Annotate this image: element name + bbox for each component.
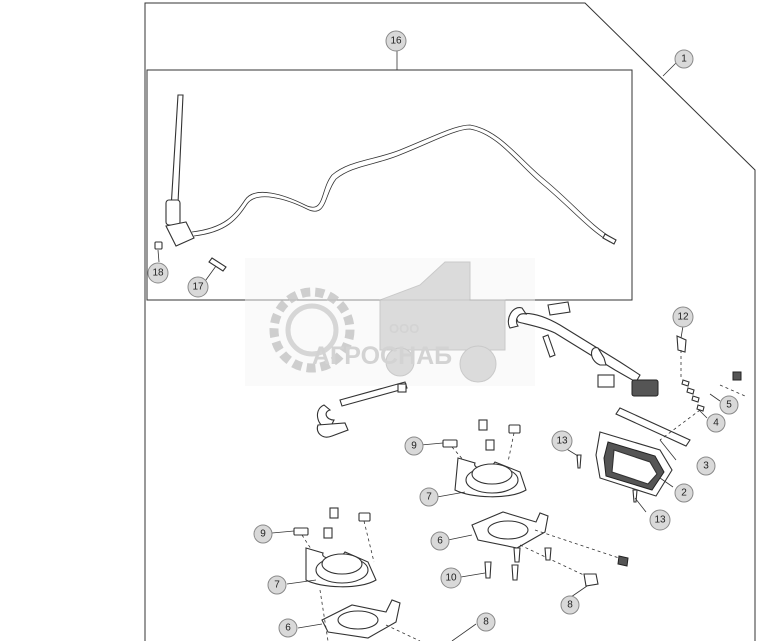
svg-text:16: 16 [390,36,402,47]
antenna-cable [191,124,613,239]
speaker-assembly-lower [271,507,477,641]
antenna-mount-block [165,221,195,247]
connector-12 [676,335,687,353]
callout-18: 18 [147,262,169,284]
svg-text:10: 10 [445,573,457,584]
assembly-frame [144,2,756,641]
callout-6-lower: 6 [278,618,298,638]
combine-harvester-icon [379,261,506,383]
gear-icon [269,287,355,373]
svg-text:1: 1 [681,54,687,65]
callout-5: 5 [719,395,739,415]
callout-13-upper: 13 [551,430,573,452]
display-bracket [615,407,691,447]
watermark-company-name: АГРОСНАБ [312,342,452,370]
svg-text:17: 17 [192,282,204,293]
watermark: ООО АГРОСНАБ [245,258,535,386]
svg-text:4: 4 [713,418,719,429]
callout-8-upper: 8 [560,595,580,615]
callout-10: 10 [440,567,462,589]
wiring-harness [507,301,659,397]
callout-1: 1 [674,49,694,69]
screw-13-upper [576,454,582,469]
callout-2: 2 [674,483,694,503]
callout-4: 4 [706,413,726,433]
svg-text:13: 13 [556,436,568,447]
svg-text:8: 8 [483,617,489,628]
callout-16: 16 [385,30,407,52]
svg-text:2: 2 [681,488,687,499]
antenna-base [165,199,181,226]
svg-text:6: 6 [285,623,291,634]
harness-plug [597,374,615,388]
display-unit [564,325,746,513]
callout-3: 3 [696,456,716,476]
harness-connector [631,379,659,397]
callout-8-lower: 8 [476,612,496,632]
callout-12: 12 [672,306,694,328]
svg-text:9: 9 [411,441,417,452]
svg-text:3: 3 [703,461,709,472]
callout-7-upper: 7 [419,487,439,507]
callout-13-lower: 13 [649,509,671,531]
svg-text:5: 5 [726,400,732,411]
callout-6-upper: 6 [430,531,450,551]
cab-bracket-left [316,381,408,438]
callout-7-lower: 7 [267,575,287,595]
watermark-prefix: ООО [389,321,419,336]
antenna-assembly [154,50,617,285]
callout-9-lower: 9 [253,524,273,544]
cable-connector [602,233,617,245]
svg-text:7: 7 [426,492,432,503]
callout-9-upper: 9 [404,436,424,456]
svg-text:8: 8 [567,600,573,611]
speaker-assembly-upper [420,419,629,598]
svg-text:6: 6 [437,536,443,547]
svg-text:18: 18 [152,268,164,279]
screw-17 [208,257,227,272]
callout-17: 17 [187,276,209,298]
svg-text:7: 7 [274,580,280,591]
svg-text:9: 9 [260,529,266,540]
nut-18 [154,241,163,250]
svg-text:12: 12 [677,312,689,323]
svg-text:13: 13 [654,515,666,526]
